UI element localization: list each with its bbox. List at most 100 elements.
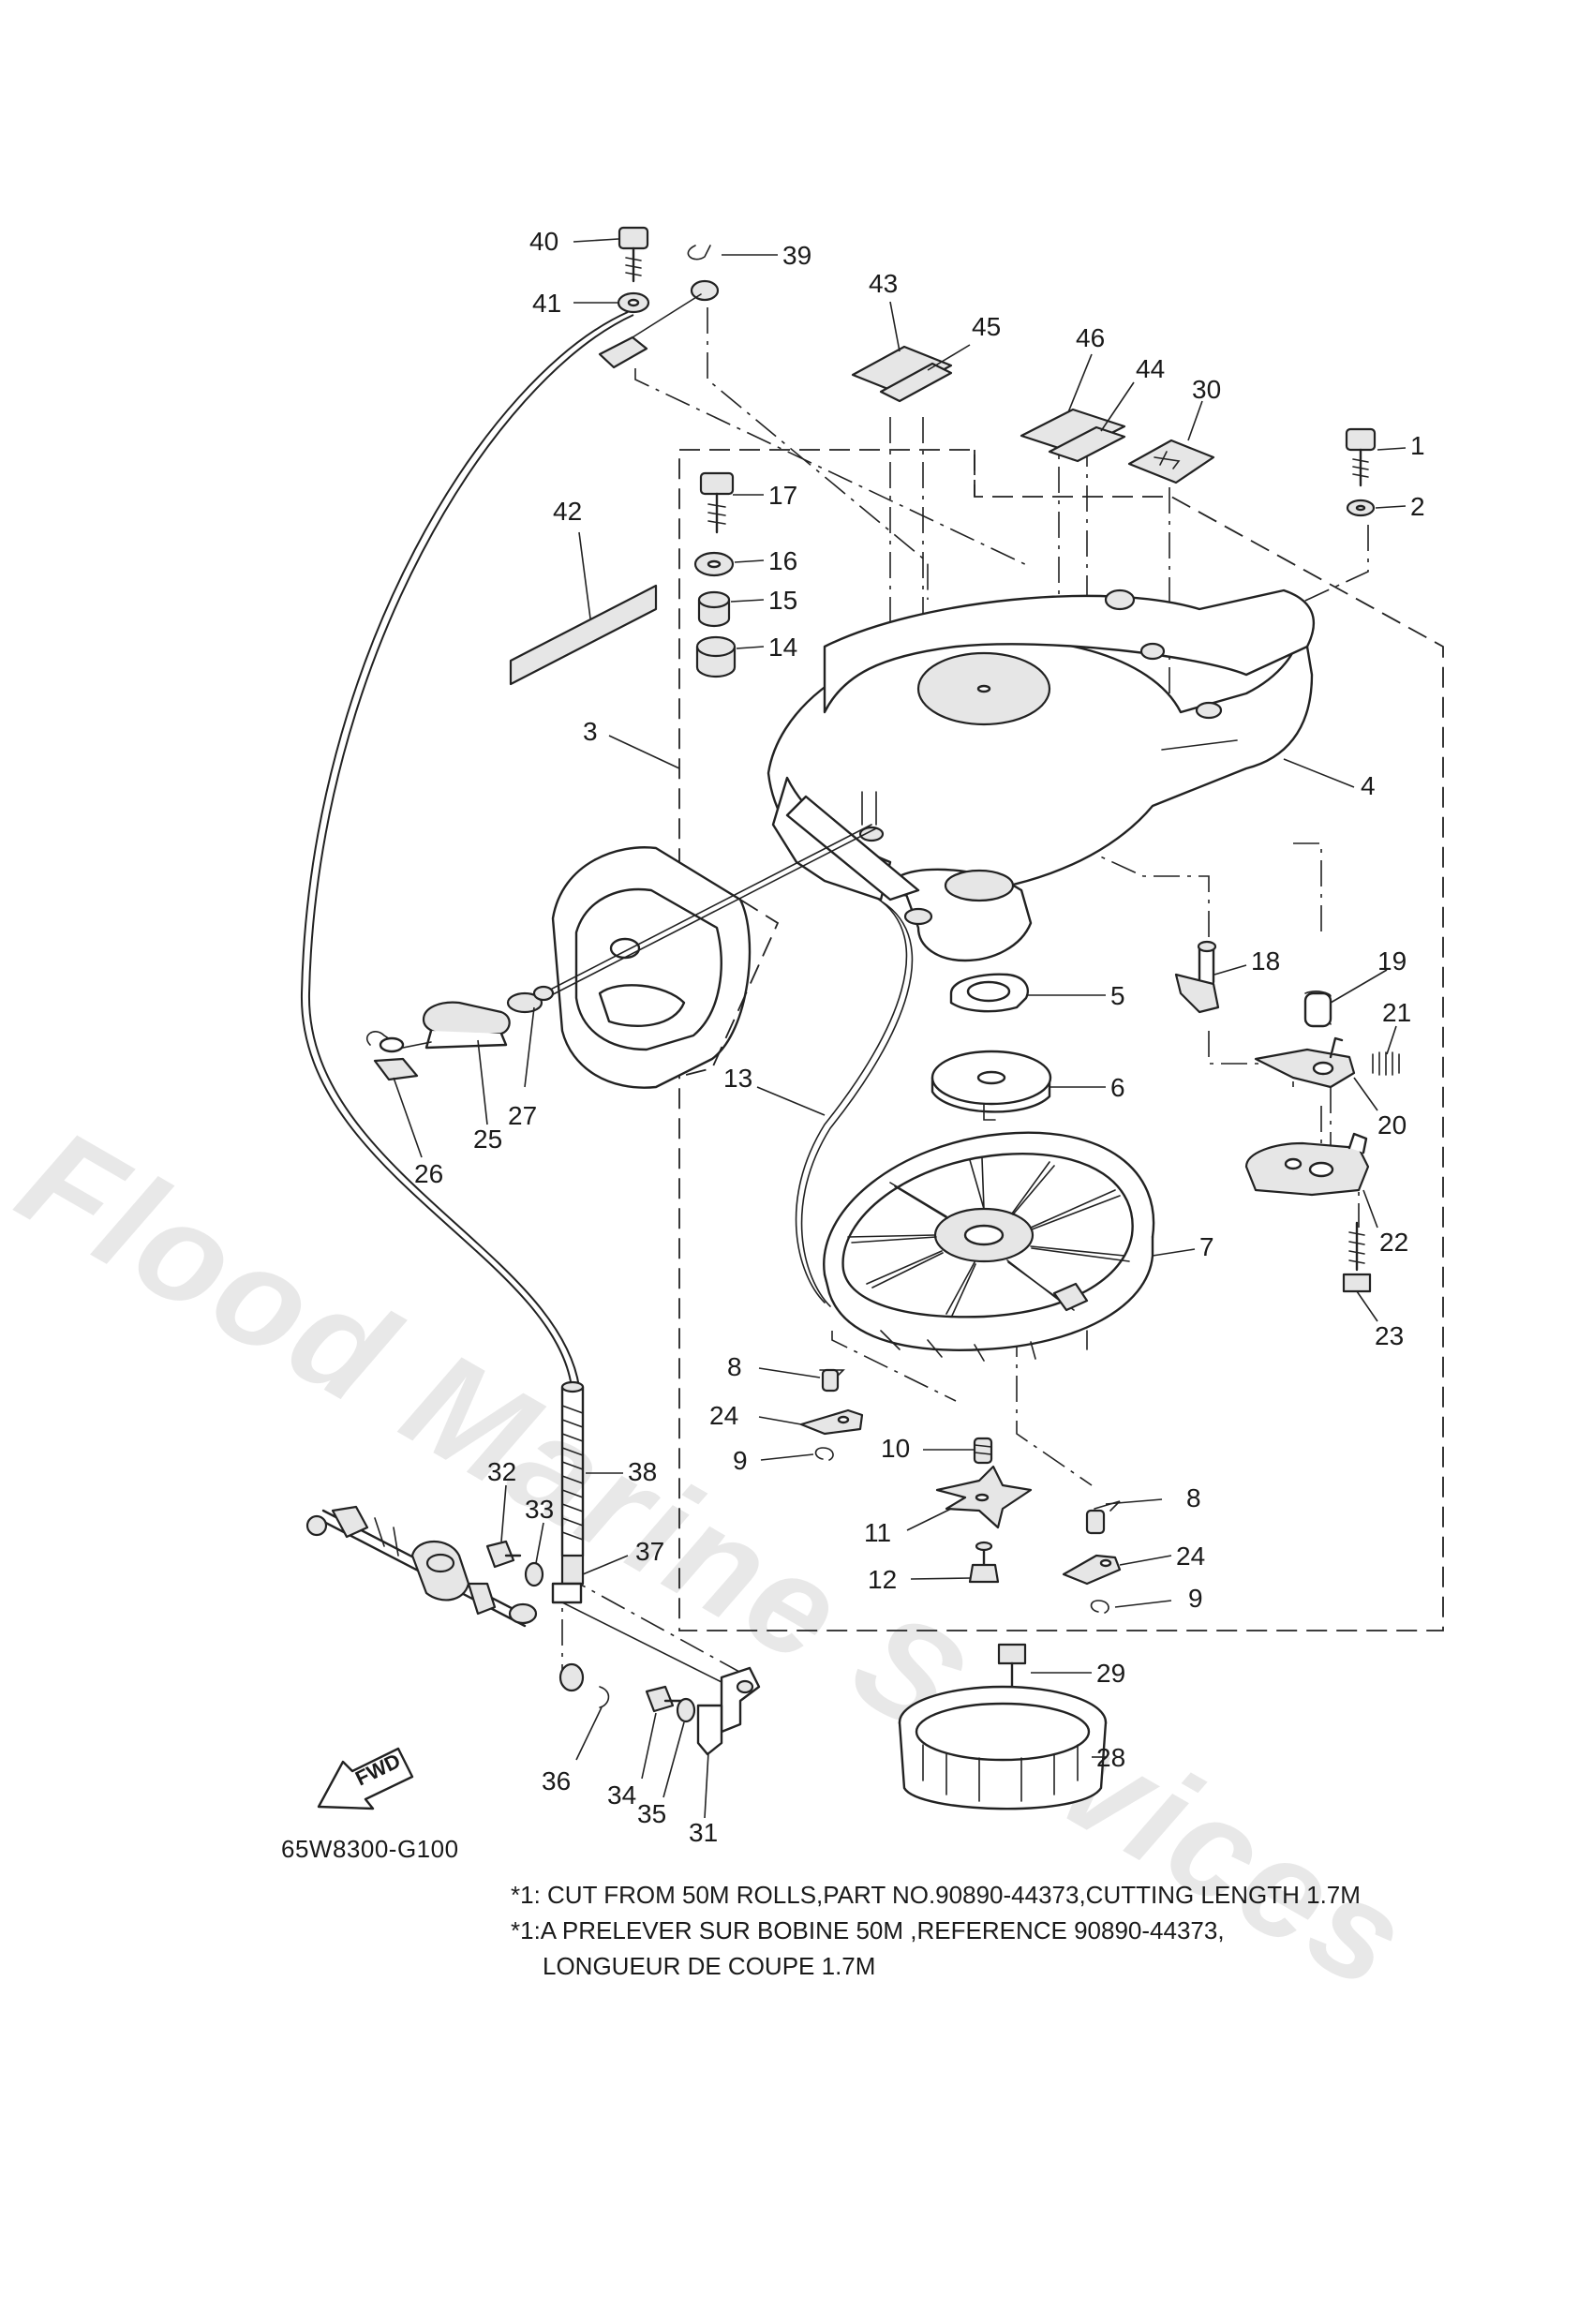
callout-39: 39 [782,241,811,270]
clip-39 [687,245,720,302]
callout-41: 41 [532,289,561,318]
callout-28: 28 [1096,1743,1125,1772]
callout-34: 34 [607,1780,636,1810]
spring-19 [1303,991,1332,1028]
callout-21: 21 [1382,998,1411,1027]
callout-36: 36 [542,1766,571,1795]
throttle-rod [305,1505,538,1628]
assembly-boundary [678,449,1444,1631]
bolt-23 [1342,1221,1372,1293]
callout-19: 19 [1377,946,1407,976]
bolt-1 [1345,427,1377,487]
callout-9b: 9 [1188,1584,1203,1613]
rope-13 [795,897,914,1307]
callout-43: 43 [869,269,898,298]
callout-11: 11 [864,1518,891,1547]
clip-9a [814,1447,834,1461]
callout-24a: 24 [709,1401,738,1430]
callout-18: 18 [1251,946,1280,976]
callout-3: 3 [583,717,598,746]
bracket-37 [551,1582,732,1688]
callout-45: 45 [972,312,1001,341]
bracket-22 [1244,1132,1370,1197]
bolt-40 [618,226,649,283]
washer-36 [558,1662,610,1708]
spring-case-6 [930,1050,1052,1121]
spring-8a [819,1368,845,1393]
callout-numbers: 40 39 41 43 45 46 44 30 1 2 17 16 15 14 … [414,227,1425,1847]
leader-lines [393,238,1407,1819]
note-english: *1: CUT FROM 50M ROLLS,PART NO.90890-443… [511,1881,1361,1909]
callout-42: 42 [553,497,582,526]
callout-37: 37 [635,1537,664,1566]
callout-31: 31 [689,1818,718,1847]
callout-16: 16 [768,546,797,575]
callout-5: 5 [1110,981,1125,1010]
cutting-notes: *1: CUT FROM 50M ROLLS,PART NO.90890-443… [511,1877,1361,1984]
pawl-24a [799,1408,864,1436]
callout-24b: 24 [1176,1542,1205,1571]
callout-27: 27 [508,1101,537,1130]
drive-pulley-7 [823,1131,1155,1362]
callout-22: 22 [1379,1228,1408,1257]
washer-41 [617,291,650,314]
label-46-44 [1020,408,1126,463]
callout-15: 15 [768,586,797,615]
washer-35 [676,1697,696,1723]
washer-2 [1346,499,1376,517]
pawl-24b [1062,1554,1122,1586]
callout-7: 7 [1199,1232,1214,1261]
grommet-14 [695,635,737,678]
callout-12: 12 [868,1565,897,1594]
washer-16 [693,551,735,577]
callout-30: 30 [1192,375,1221,404]
lever-20 [1254,1036,1356,1089]
spring-10 [973,1437,993,1465]
callout-2: 2 [1410,492,1425,521]
callout-10: 10 [881,1434,910,1463]
note-french-line-1: *1:A PRELEVER SUR BOBINE 50M ,REFERENCE … [511,1916,1225,1944]
label-43-45 [851,345,953,403]
callout-20: 20 [1377,1110,1407,1140]
handle-25 [422,1001,511,1050]
spring-8b [1085,1500,1121,1535]
callout-40: 40 [529,227,558,256]
callout-26: 26 [414,1159,443,1188]
callout-4: 4 [1361,771,1376,800]
plunger-18 [1174,940,1220,1014]
callout-9a: 9 [733,1446,748,1475]
bolt-29 [997,1643,1027,1689]
clip-26 [365,1031,432,1081]
cable-sheath-38 [560,1380,585,1586]
plate-30 [1127,439,1215,484]
starter-housing-3 [767,588,1316,962]
starter-rope-27 [506,824,877,1014]
callout-23: 23 [1375,1321,1404,1350]
callout-38: 38 [628,1457,657,1486]
plate-11 [935,1465,1033,1529]
callout-25: 25 [473,1125,502,1154]
bracket-31 [696,1666,761,1756]
drawing-code: 65W8300-G100 [281,1835,459,1863]
bolt-17 [699,471,735,534]
spring-21 [1372,1051,1400,1076]
spring-plate-5 [949,973,1029,1013]
callout-29: 29 [1096,1659,1125,1688]
callout-14: 14 [768,633,797,662]
callout-46: 46 [1076,323,1105,352]
screw-34 [645,1685,684,1713]
washer-33 [524,1561,544,1587]
callout-17: 17 [768,481,797,510]
callout-32: 32 [487,1457,516,1486]
callout-1: 1 [1410,431,1425,460]
callout-33: 33 [525,1495,554,1524]
starter-handle-grip [551,846,780,1089]
collar-15 [697,590,731,628]
callout-6: 6 [1110,1073,1125,1102]
callout-44: 44 [1136,354,1165,383]
callout-13: 13 [723,1064,752,1093]
cable-end-bracket [598,293,702,369]
cup-28 [898,1685,1108,1810]
callout-8a: 8 [727,1352,742,1381]
